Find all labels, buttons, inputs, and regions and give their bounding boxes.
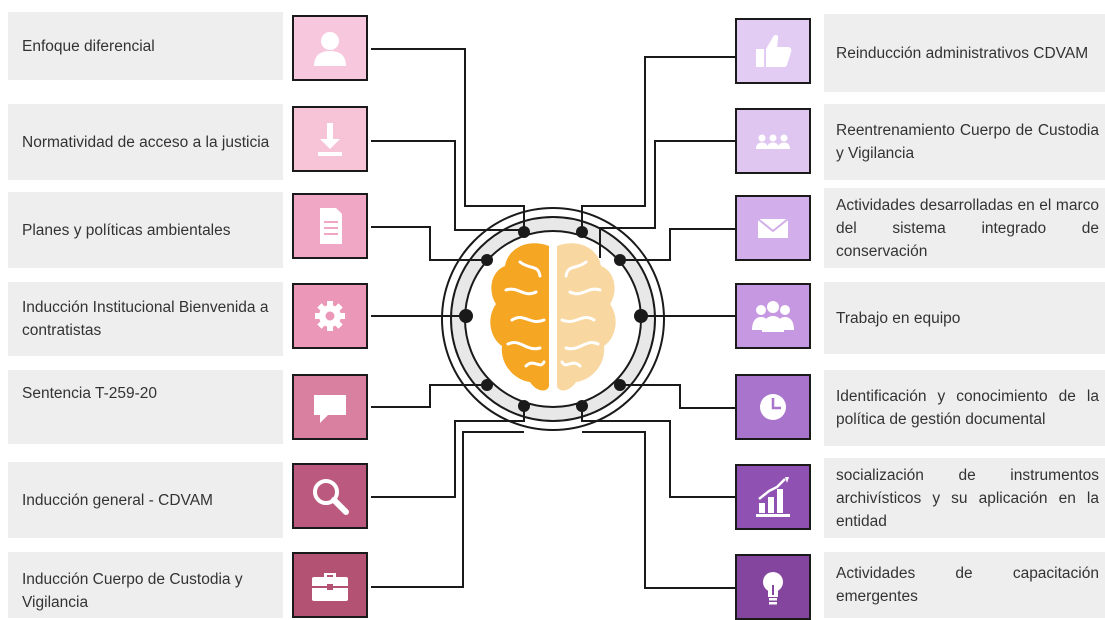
tile-induccion-institucional [292,283,368,349]
right-label-4: Trabajo en equipo [824,282,1105,354]
junction-dot [576,226,588,238]
tile-reentrenamiento [735,108,811,174]
tile-normatividad [292,106,368,172]
junction-dot [518,226,530,238]
lightbulb-icon [763,572,783,605]
user-icon [314,32,346,66]
junction-dot [481,379,493,391]
right-label-1: Reinducción administrativos CDVAM [824,14,1105,92]
download-icon [318,123,342,156]
gear-icon [315,301,345,331]
tile-instrumentos-archivisticos [735,464,811,530]
left-label-6: Inducción general - CDVAM [8,462,283,538]
junction-dot [518,400,530,412]
tile-enfoque-diferencial [292,15,368,81]
thumbs-up-icon [756,34,792,67]
tile-sentencia [292,374,368,440]
left-label-3: Planes y políticas ambientales [8,192,283,268]
bar-chart-icon [756,477,790,517]
right-label-3: Actividades desarrolladas en el marco de… [824,188,1105,268]
group-icon [756,134,790,149]
left-label-7: Inducción Cuerpo de Custodia y Vigilanci… [8,552,283,618]
tile-actividades-sic [735,195,811,261]
right-label-7: Actividades de capacitación emergentes [824,552,1105,618]
left-label-1: Enfoque diferencial [8,12,283,80]
right-label-5: Identificación y conocimiento de la polí… [824,370,1105,446]
junction-dot [459,309,473,323]
right-connectors [581,56,735,589]
tile-induccion-cuerpo [292,552,368,618]
tile-capacitacion-emergentes [735,554,811,620]
junction-dot [576,400,588,412]
brain-icon [490,243,616,391]
search-icon [313,479,349,515]
left-label-5: Sentencia T-259-20 [8,370,283,444]
tile-induccion-general [292,463,368,529]
tile-trabajo-equipo [735,283,811,349]
team-icon [752,301,794,332]
junction-dot [614,254,626,266]
junction-dot [481,254,493,266]
right-label-6: socialización de instrumentos archivísti… [824,458,1105,538]
left-label-4: Inducción Institucional Bienvenida a con… [8,282,283,356]
junction-dots [459,226,648,412]
junction-dot [634,309,648,323]
tile-reinduccion [735,18,811,84]
left-connectors [371,48,525,588]
clock-icon [760,394,786,420]
tile-gestion-documental [735,374,811,440]
document-icon [320,208,342,244]
envelope-icon [757,218,789,238]
tile-planes-politicas [292,193,368,259]
chat-icon [314,395,346,423]
junction-dot [614,379,626,391]
left-label-2: Normatividad de acceso a la justicia [8,104,283,180]
right-label-2: Reentrenamiento Cuerpo de Custodia y Vig… [824,104,1105,180]
briefcase-icon [312,573,348,601]
